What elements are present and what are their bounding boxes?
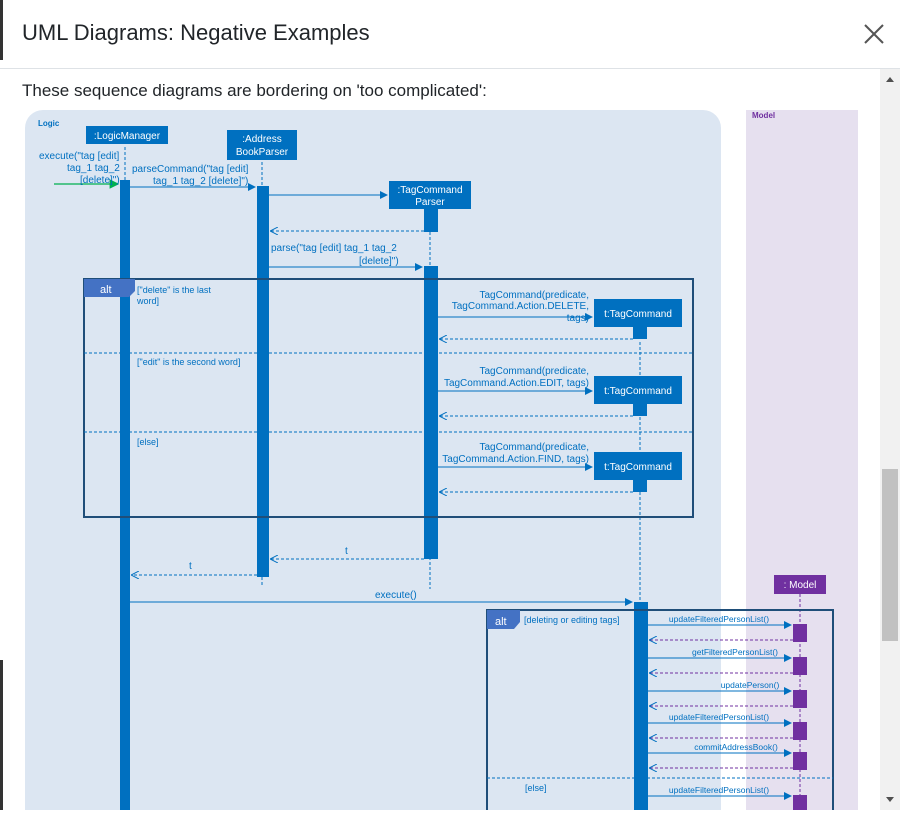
activation-model-6 — [793, 795, 807, 810]
guard-else-1: [else] — [137, 437, 159, 447]
msg-tagcmd-delete-1: TagCommand(predicate, — [480, 290, 590, 301]
participant-address-book-parser-label-1: :Address — [242, 134, 281, 145]
scroll-down-icon — [886, 797, 894, 802]
msg-execute-1: execute("tag [edit] — [39, 151, 119, 162]
msg-update-person: updatePerson() — [721, 680, 780, 690]
window-edge — [0, 0, 3, 60]
msg-tagcmd-find-1: TagCommand(predicate, — [480, 442, 590, 453]
guard-delete-1: ["delete" is the last — [137, 285, 211, 295]
participant-tag-command-edit-label: t:TagCommand — [604, 386, 672, 397]
msg-parse-1: parse("tag [edit] tag_1 tag_2 — [271, 243, 397, 254]
scroll-up-icon — [886, 77, 894, 82]
msg-tagcmd-edit-1: TagCommand(predicate, — [480, 366, 590, 377]
alt-frame-1 — [83, 278, 694, 518]
activation-tag-command-delete — [633, 327, 647, 339]
msg-parse-command-1: parseCommand("tag [edit] — [132, 164, 249, 175]
participant-tag-command-parser-label-1: :TagCommand — [397, 185, 462, 196]
msg-execute-2: tag_1 tag_2 — [67, 163, 120, 174]
participant-model — [774, 575, 826, 594]
alt-frame-2-tag: alt — [495, 616, 507, 628]
alt-frame-2 — [486, 609, 834, 810]
msg-tagcmd-delete-3: tags) — [567, 313, 589, 324]
participant-tag-command-find — [594, 452, 682, 480]
model-frame-label: Model — [752, 111, 775, 120]
activation-tag-command-parser-2 — [424, 266, 438, 559]
participant-tag-command-delete-label: t:TagCommand — [604, 309, 672, 320]
scroll-down-button[interactable] — [880, 790, 900, 810]
alt-frame-1-tag: alt — [100, 284, 112, 296]
close-icon — [864, 24, 884, 44]
sequence-diagram: Logic Model :LogicManager :Address BookP… — [25, 110, 858, 810]
participant-tag-command-parser-label-2: Parser — [415, 197, 445, 208]
logic-frame-label: Logic — [38, 119, 60, 128]
msg-tagcmd-find-2: TagCommand.Action.FIND, tags) — [442, 454, 589, 465]
vertical-scrollbar[interactable] — [880, 69, 900, 810]
msg-execute-3: [delete]") — [80, 175, 120, 186]
msg-update-filtered-3: updateFilteredPersonList() — [669, 785, 769, 795]
msg-execute-call: execute() — [375, 590, 417, 601]
guard-delete-2: word] — [136, 296, 159, 306]
activation-model-3 — [793, 690, 807, 708]
activation-model-1 — [793, 624, 807, 642]
activation-tag-command — [634, 602, 648, 810]
activation-model-2 — [793, 657, 807, 675]
logic-frame — [25, 110, 721, 810]
scrollbar-thumb[interactable] — [882, 469, 898, 641]
msg-tagcmd-delete-2: TagCommand.Action.DELETE, — [452, 301, 589, 312]
guard-deleting: [deleting or editing tags] — [524, 615, 620, 625]
msg-parse-command-2: tag_1 tag_2 [delete]") — [153, 176, 248, 187]
activation-tag-command-edit — [633, 404, 647, 416]
dialog-title: UML Diagrams: Negative Examples — [22, 20, 370, 45]
msg-return-t-1: t — [345, 546, 348, 557]
msg-get-filtered: getFilteredPersonList() — [692, 647, 778, 657]
activation-model-4 — [793, 722, 807, 740]
participant-logic-manager-label: :LogicManager — [94, 131, 161, 142]
participant-address-book-parser-label-2: BookParser — [236, 147, 289, 158]
msg-update-filtered-2: updateFilteredPersonList() — [669, 712, 769, 722]
participant-tag-command-delete — [594, 299, 682, 327]
activation-address-book-parser — [257, 186, 269, 577]
msg-update-filtered-1: updateFilteredPersonList() — [669, 614, 769, 624]
msg-commit-address-book: commitAddressBook() — [694, 742, 778, 752]
dialog-body: These sequence diagrams are bordering on… — [0, 69, 880, 810]
window-edge — [0, 660, 3, 810]
activation-model-5 — [793, 752, 807, 770]
msg-return-t-2: t — [189, 561, 192, 572]
msg-parse-2: [delete]") — [359, 256, 399, 267]
activation-logic-manager — [120, 180, 130, 810]
msg-tagcmd-edit-2: TagCommand.Action.EDIT, tags) — [444, 378, 589, 389]
activation-tag-command-find — [633, 480, 647, 492]
alt-frame-2-tag-bg — [487, 610, 520, 629]
intro-text: These sequence diagrams are bordering on… — [22, 81, 487, 100]
participant-address-book-parser — [227, 130, 297, 160]
alt-frame-1-tag-bg — [84, 279, 135, 297]
participant-logic-manager — [86, 126, 168, 144]
dialog-header: UML Diagrams: Negative Examples — [0, 0, 900, 69]
scroll-up-button[interactable] — [880, 69, 900, 89]
participant-tag-command-find-label: t:TagCommand — [604, 462, 672, 473]
guard-edit: ["edit" is the second word] — [137, 357, 240, 367]
close-button[interactable] — [858, 18, 890, 50]
participant-tag-command-edit — [594, 376, 682, 404]
guard-else-2: [else] — [525, 783, 547, 793]
activation-tag-command-parser-1 — [424, 209, 438, 232]
participant-model-label: : Model — [784, 580, 817, 591]
participant-tag-command-parser — [389, 181, 471, 209]
